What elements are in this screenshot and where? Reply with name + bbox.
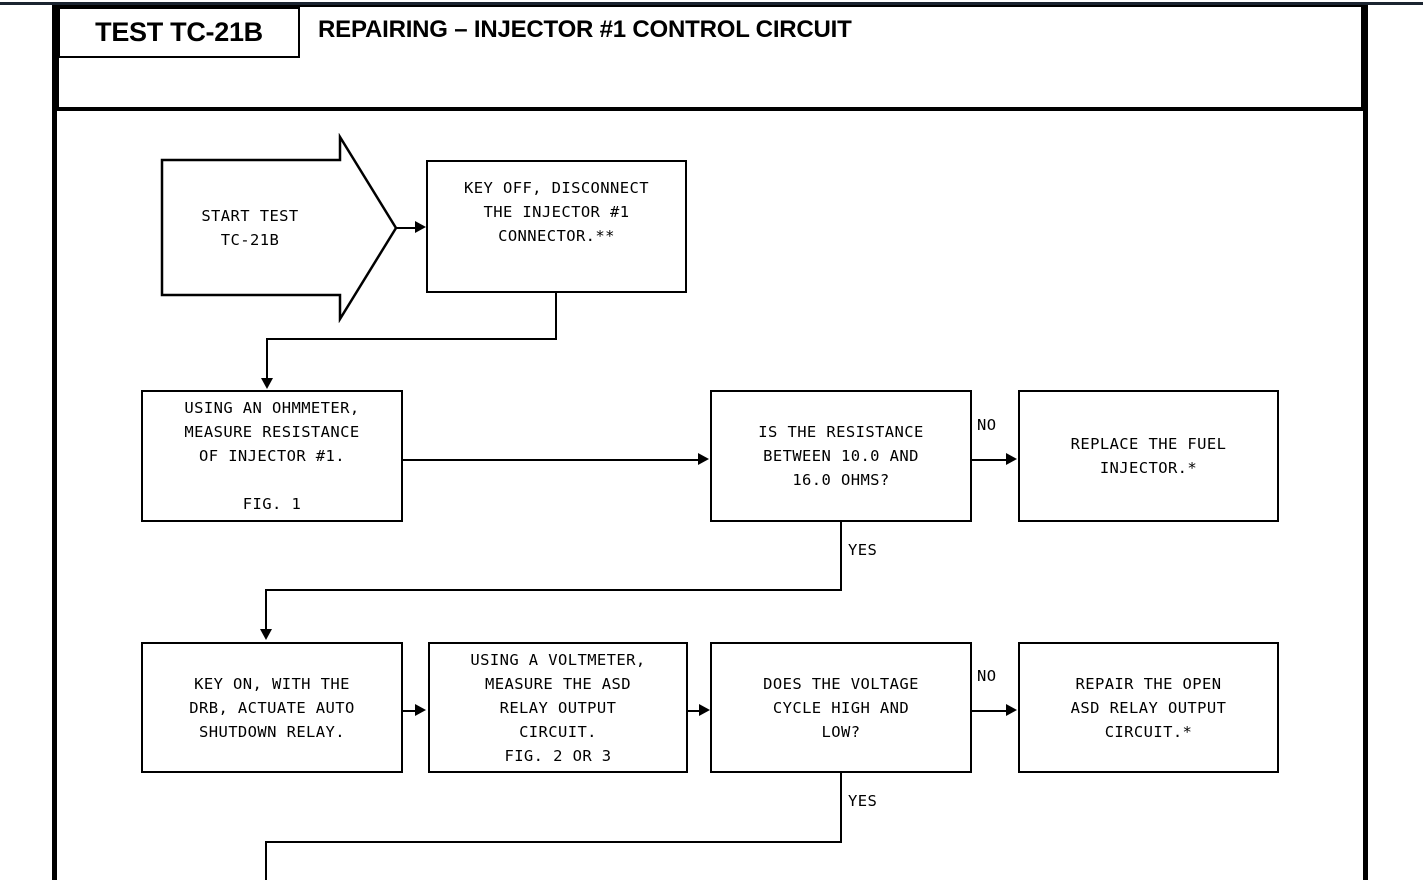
- edge-step4-decision2-line: [688, 710, 702, 712]
- test-id-badge: TEST TC-21B: [58, 7, 300, 58]
- edge-decision1-step3-seg-down2: [265, 589, 267, 633]
- edge-label-no-1: NO: [977, 416, 997, 434]
- page-title: REPAIRING – INJECTOR #1 CONTROL CIRCUIT: [318, 16, 852, 43]
- edge-step3-step4-arrowhead: [415, 704, 426, 716]
- edge-decision1-step3-seg-down1: [840, 522, 842, 590]
- edge-start-step1-arrowhead: [415, 221, 426, 233]
- edge-start-step1-line: [396, 227, 422, 229]
- edge-decision2-next-seg-down2: [265, 841, 267, 880]
- node-start-label: START TEST TC-21B: [201, 207, 299, 249]
- node-step1: KEY OFF, DISCONNECT THE INJECTOR #1 CONN…: [426, 160, 687, 293]
- edge-label-yes-1: YES: [848, 541, 878, 559]
- edge-decision1-result1-line: [972, 459, 1008, 461]
- test-id-label: TEST TC-21B: [95, 17, 263, 47]
- edge-step1-step2-seg-down2: [266, 338, 268, 382]
- node-step2: USING AN OHMMETER, MEASURE RESISTANCE OF…: [141, 390, 403, 522]
- header-divider: [57, 108, 1364, 111]
- page-border-left: [52, 5, 57, 880]
- node-step3: KEY ON, WITH THE DRB, ACTUATE AUTO SHUTD…: [141, 642, 403, 773]
- edge-decision1-result1-arrowhead: [1006, 453, 1017, 465]
- edge-step4-decision2-arrowhead: [699, 704, 710, 716]
- edge-decision2-result2-arrowhead: [1006, 704, 1017, 716]
- node-start: START TEST TC-21B: [160, 133, 398, 323]
- edge-decision1-step3-seg-left: [265, 589, 842, 591]
- node-decision1: IS THE RESISTANCE BETWEEN 10.0 AND 16.0 …: [710, 390, 972, 522]
- edge-step3-step4-line: [403, 710, 417, 712]
- edge-decision1-step3-arrowhead: [260, 629, 272, 640]
- node-decision2: DOES THE VOLTAGE CYCLE HIGH AND LOW?: [710, 642, 972, 773]
- edge-step1-step2-seg-down1: [555, 293, 557, 340]
- edge-decision2-next-seg-down1: [840, 773, 842, 843]
- edge-step2-decision1-arrowhead: [698, 453, 709, 465]
- edge-step2-decision1-line: [403, 459, 699, 461]
- page-border-right: [1363, 5, 1368, 880]
- block-arrow-shape: [160, 133, 398, 323]
- edge-label-yes-2: YES: [848, 792, 878, 810]
- node-result2: REPAIR THE OPEN ASD RELAY OUTPUT CIRCUIT…: [1018, 642, 1279, 773]
- node-step4: USING A VOLTMETER, MEASURE THE ASD RELAY…: [428, 642, 688, 773]
- edge-label-no-2: NO: [977, 667, 997, 685]
- edge-step1-step2-arrowhead: [261, 378, 273, 389]
- edge-step1-step2-seg-left: [266, 338, 557, 340]
- edge-decision2-next-seg-left: [265, 841, 842, 843]
- node-result1: REPLACE THE FUEL INJECTOR.*: [1018, 390, 1279, 522]
- page-border-top: [0, 2, 1423, 5]
- edge-decision2-result2-line: [972, 710, 1008, 712]
